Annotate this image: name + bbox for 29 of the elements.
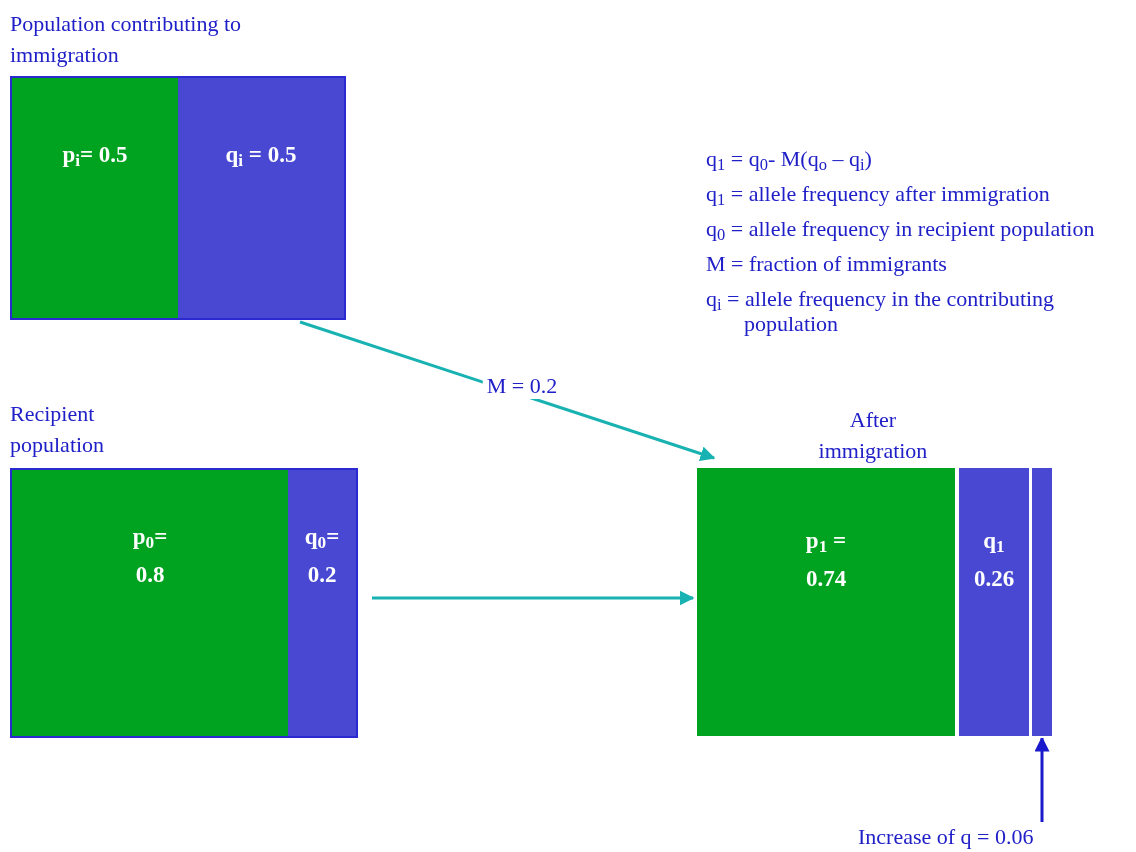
increase-bar	[1032, 468, 1052, 736]
allele-frequency-box	[288, 470, 356, 736]
formula-definition: q$_{0}$ = allele frequency in recipient population	[706, 216, 1096, 241]
allele-frequency-box	[12, 470, 288, 736]
frequency-value: p$_{1}$ =	[805, 527, 847, 556]
arrow	[299, 320, 716, 461]
formula-definition: M = fraction of immigrants	[706, 251, 948, 276]
allele-frequency-box	[178, 78, 344, 318]
frequency-value: q$_{1}$	[983, 527, 1005, 556]
leader-arrow	[1034, 736, 1050, 822]
frequency-value: 0.26	[973, 565, 1015, 593]
frequency-value: q$_{i}$ = 0.5	[225, 141, 297, 170]
formula-definition: q$_{1}$ = q$_{0}$- M(q$_{o}$ – q$_{i}$)	[706, 146, 873, 171]
frequency-value: 0.2	[307, 561, 337, 589]
arrow	[372, 590, 695, 606]
frequency-value: p$_{0}$=	[132, 523, 168, 552]
population-heading: After immigration	[817, 406, 929, 465]
formula-definition: q$_{i}$ = allele frequency in the contributing population	[706, 286, 1056, 336]
formula-definition: q$_{1}$ = allele frequency after immigration	[706, 181, 1051, 206]
frequency-value: 0.74	[805, 565, 847, 593]
population-heading: Population contributing to immigration	[10, 10, 242, 69]
frequency-value: q$_{0}$=	[304, 523, 340, 552]
allele-frequency-box	[959, 468, 1029, 736]
population-heading: Recipient population	[10, 400, 106, 459]
annotation: Increase of q = 0.06	[858, 824, 1034, 850]
frequency-value: 0.8	[135, 561, 165, 589]
allele-frequency-box	[697, 468, 955, 736]
allele-frequency-box	[12, 78, 178, 318]
frequency-value: p$_{i}$= 0.5	[62, 141, 128, 170]
